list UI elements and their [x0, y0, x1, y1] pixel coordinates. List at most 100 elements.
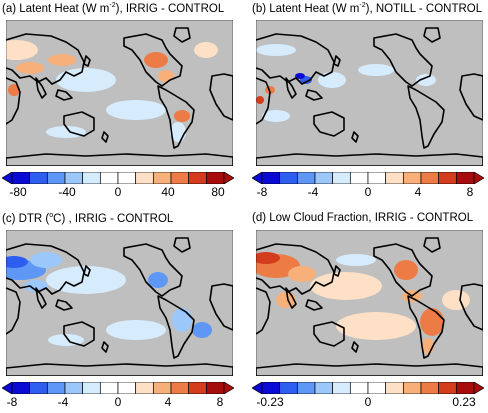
colorbar-tick: 0 — [364, 185, 372, 199]
coastline — [83, 55, 91, 67]
colorbar-arrow-low — [252, 382, 263, 394]
title-text-end: ), NOTILL - CONTROL — [365, 2, 483, 15]
colorbar-swatch — [438, 172, 457, 184]
coastline — [313, 321, 345, 347]
colorbar-swatch — [46, 172, 66, 184]
colorbar — [2, 172, 234, 184]
colorbar-tick: -0.23 — [256, 395, 284, 409]
coastline — [101, 131, 109, 143]
anomaly-patch — [56, 68, 116, 92]
anomaly-patch — [336, 312, 416, 340]
colorbar-swatch — [135, 382, 154, 394]
colorbar-arrow-high — [473, 172, 484, 184]
anomaly-patch — [358, 64, 394, 76]
colorbar-swatch — [279, 172, 298, 184]
colorbar-swatch — [385, 382, 404, 394]
title-superscript: -2 — [109, 2, 116, 9]
coastline — [333, 55, 341, 67]
anomaly-patch — [144, 52, 168, 68]
colorbar-swatch — [152, 172, 172, 184]
anomaly-patch — [256, 96, 264, 104]
coastline — [6, 287, 21, 335]
colorbar-swatch — [64, 382, 84, 394]
colorbar-swatch — [99, 382, 119, 394]
colorbar-swatch — [261, 382, 281, 394]
anomaly-patch — [262, 110, 290, 122]
panel-title: (a) Latent Heat (W m-2), IRRIG - CONTROL — [2, 2, 224, 15]
colorbar-swatch — [438, 382, 457, 394]
colorbar-swatch — [29, 382, 48, 394]
colorbar-tick: 0.23 — [452, 395, 476, 409]
colorbar-tick: -40 — [58, 185, 76, 199]
coastline — [173, 237, 191, 253]
coastline — [6, 363, 233, 376]
title-superscript: -2 — [359, 2, 366, 9]
colorbar-swatch — [188, 172, 207, 184]
colorbar — [252, 382, 484, 394]
colorbar-swatch — [279, 382, 298, 394]
coastline — [123, 243, 183, 297]
anomaly-patch — [158, 70, 174, 82]
anomaly-patch — [310, 272, 382, 300]
colorbar-swatch — [367, 172, 387, 184]
coastline — [35, 77, 47, 99]
colorbar-swatch — [455, 382, 475, 394]
title-text: (b) Latent Heat (W m — [252, 2, 360, 15]
colorbar-tick: 40 — [161, 185, 175, 199]
anomaly-patch — [416, 74, 436, 86]
anomaly-patch — [288, 266, 316, 282]
colorbar-swatch — [170, 382, 190, 394]
colorbar-arrow-low — [2, 382, 13, 394]
colorbar-swatch — [99, 172, 119, 184]
anomaly-patch — [420, 308, 444, 336]
colorbar-arrow-high — [223, 172, 234, 184]
map-low-cloud-irrig — [256, 230, 483, 376]
map-latent-heat-irrig — [6, 20, 233, 166]
coastline — [256, 77, 271, 125]
coastline — [6, 33, 85, 85]
colorbar-swatch — [29, 172, 48, 184]
coastline — [305, 299, 323, 311]
coastline — [373, 33, 433, 87]
colorbar-swatch — [367, 382, 387, 394]
coastline — [305, 89, 323, 101]
panel-title: (d) Low Cloud Fraction, IRRIG - CONTROL — [252, 212, 473, 224]
coastline — [256, 363, 483, 376]
colorbar-swatch — [188, 382, 207, 394]
colorbar-swatch — [117, 172, 137, 184]
anomaly-patch — [148, 272, 168, 288]
colorbar-swatch — [82, 382, 101, 394]
coastline — [351, 131, 359, 143]
colorbar-swatch — [205, 172, 225, 184]
colorbar-tick: 8 — [466, 185, 474, 199]
colorbar-swatch — [46, 382, 66, 394]
colorbar-arrow-low — [252, 172, 263, 184]
anomaly-patch — [295, 73, 305, 79]
coastline — [459, 283, 483, 331]
coastline — [6, 153, 233, 166]
coastline — [55, 299, 73, 311]
panel-c: (c) DTR (oC) , IRRIG - CONTROL -8 -4 0 4… — [0, 212, 235, 410]
coastline — [351, 341, 359, 353]
title-text-end: C) , IRRIG - CONTROL — [53, 212, 174, 225]
coastline — [407, 85, 445, 149]
colorbar-tick: -4 — [307, 185, 319, 199]
anomaly-patch — [24, 280, 48, 292]
coastline — [333, 265, 341, 277]
colorbar-swatch — [332, 172, 351, 184]
coastline — [6, 243, 85, 295]
coastline — [407, 295, 445, 359]
coastline — [123, 33, 183, 87]
coastline — [157, 85, 195, 149]
colorbar-swatch — [205, 382, 225, 394]
coastline — [55, 89, 73, 101]
anomaly-patch — [276, 292, 296, 308]
coastline — [173, 27, 191, 43]
anomaly-patch — [172, 308, 192, 332]
anomaly-patch — [442, 290, 470, 310]
colorbar-swatch — [152, 382, 172, 394]
coastline — [256, 287, 271, 335]
panel-title: (c) DTR (oC) , IRRIG - CONTROL — [2, 212, 173, 225]
anomaly-patch — [394, 260, 418, 280]
coastline — [459, 73, 483, 121]
